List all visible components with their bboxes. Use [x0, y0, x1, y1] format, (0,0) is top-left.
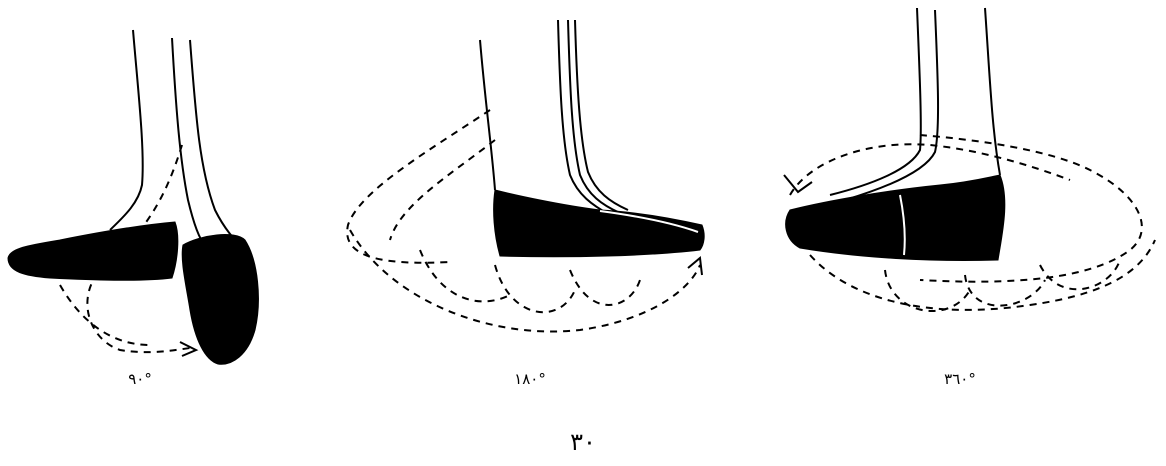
foot-rotation-360-illustration — [770, 0, 1166, 400]
figure-360-degree-rotation: °٣٦٠ — [770, 0, 1166, 400]
figure-90-degree-rotation: °٩٠ — [0, 0, 300, 400]
page-number: ٣٠ — [558, 428, 608, 456]
figure-caption-90: °٩٠ — [100, 370, 180, 388]
figure-180-degree-rotation: °١٨٠ — [330, 0, 720, 400]
foot-rotation-90-illustration — [0, 0, 300, 400]
figure-caption-360: °٣٦٠ — [920, 370, 1000, 388]
foot-rotation-180-illustration — [330, 0, 720, 400]
figure-caption-180: °١٨٠ — [490, 370, 570, 388]
